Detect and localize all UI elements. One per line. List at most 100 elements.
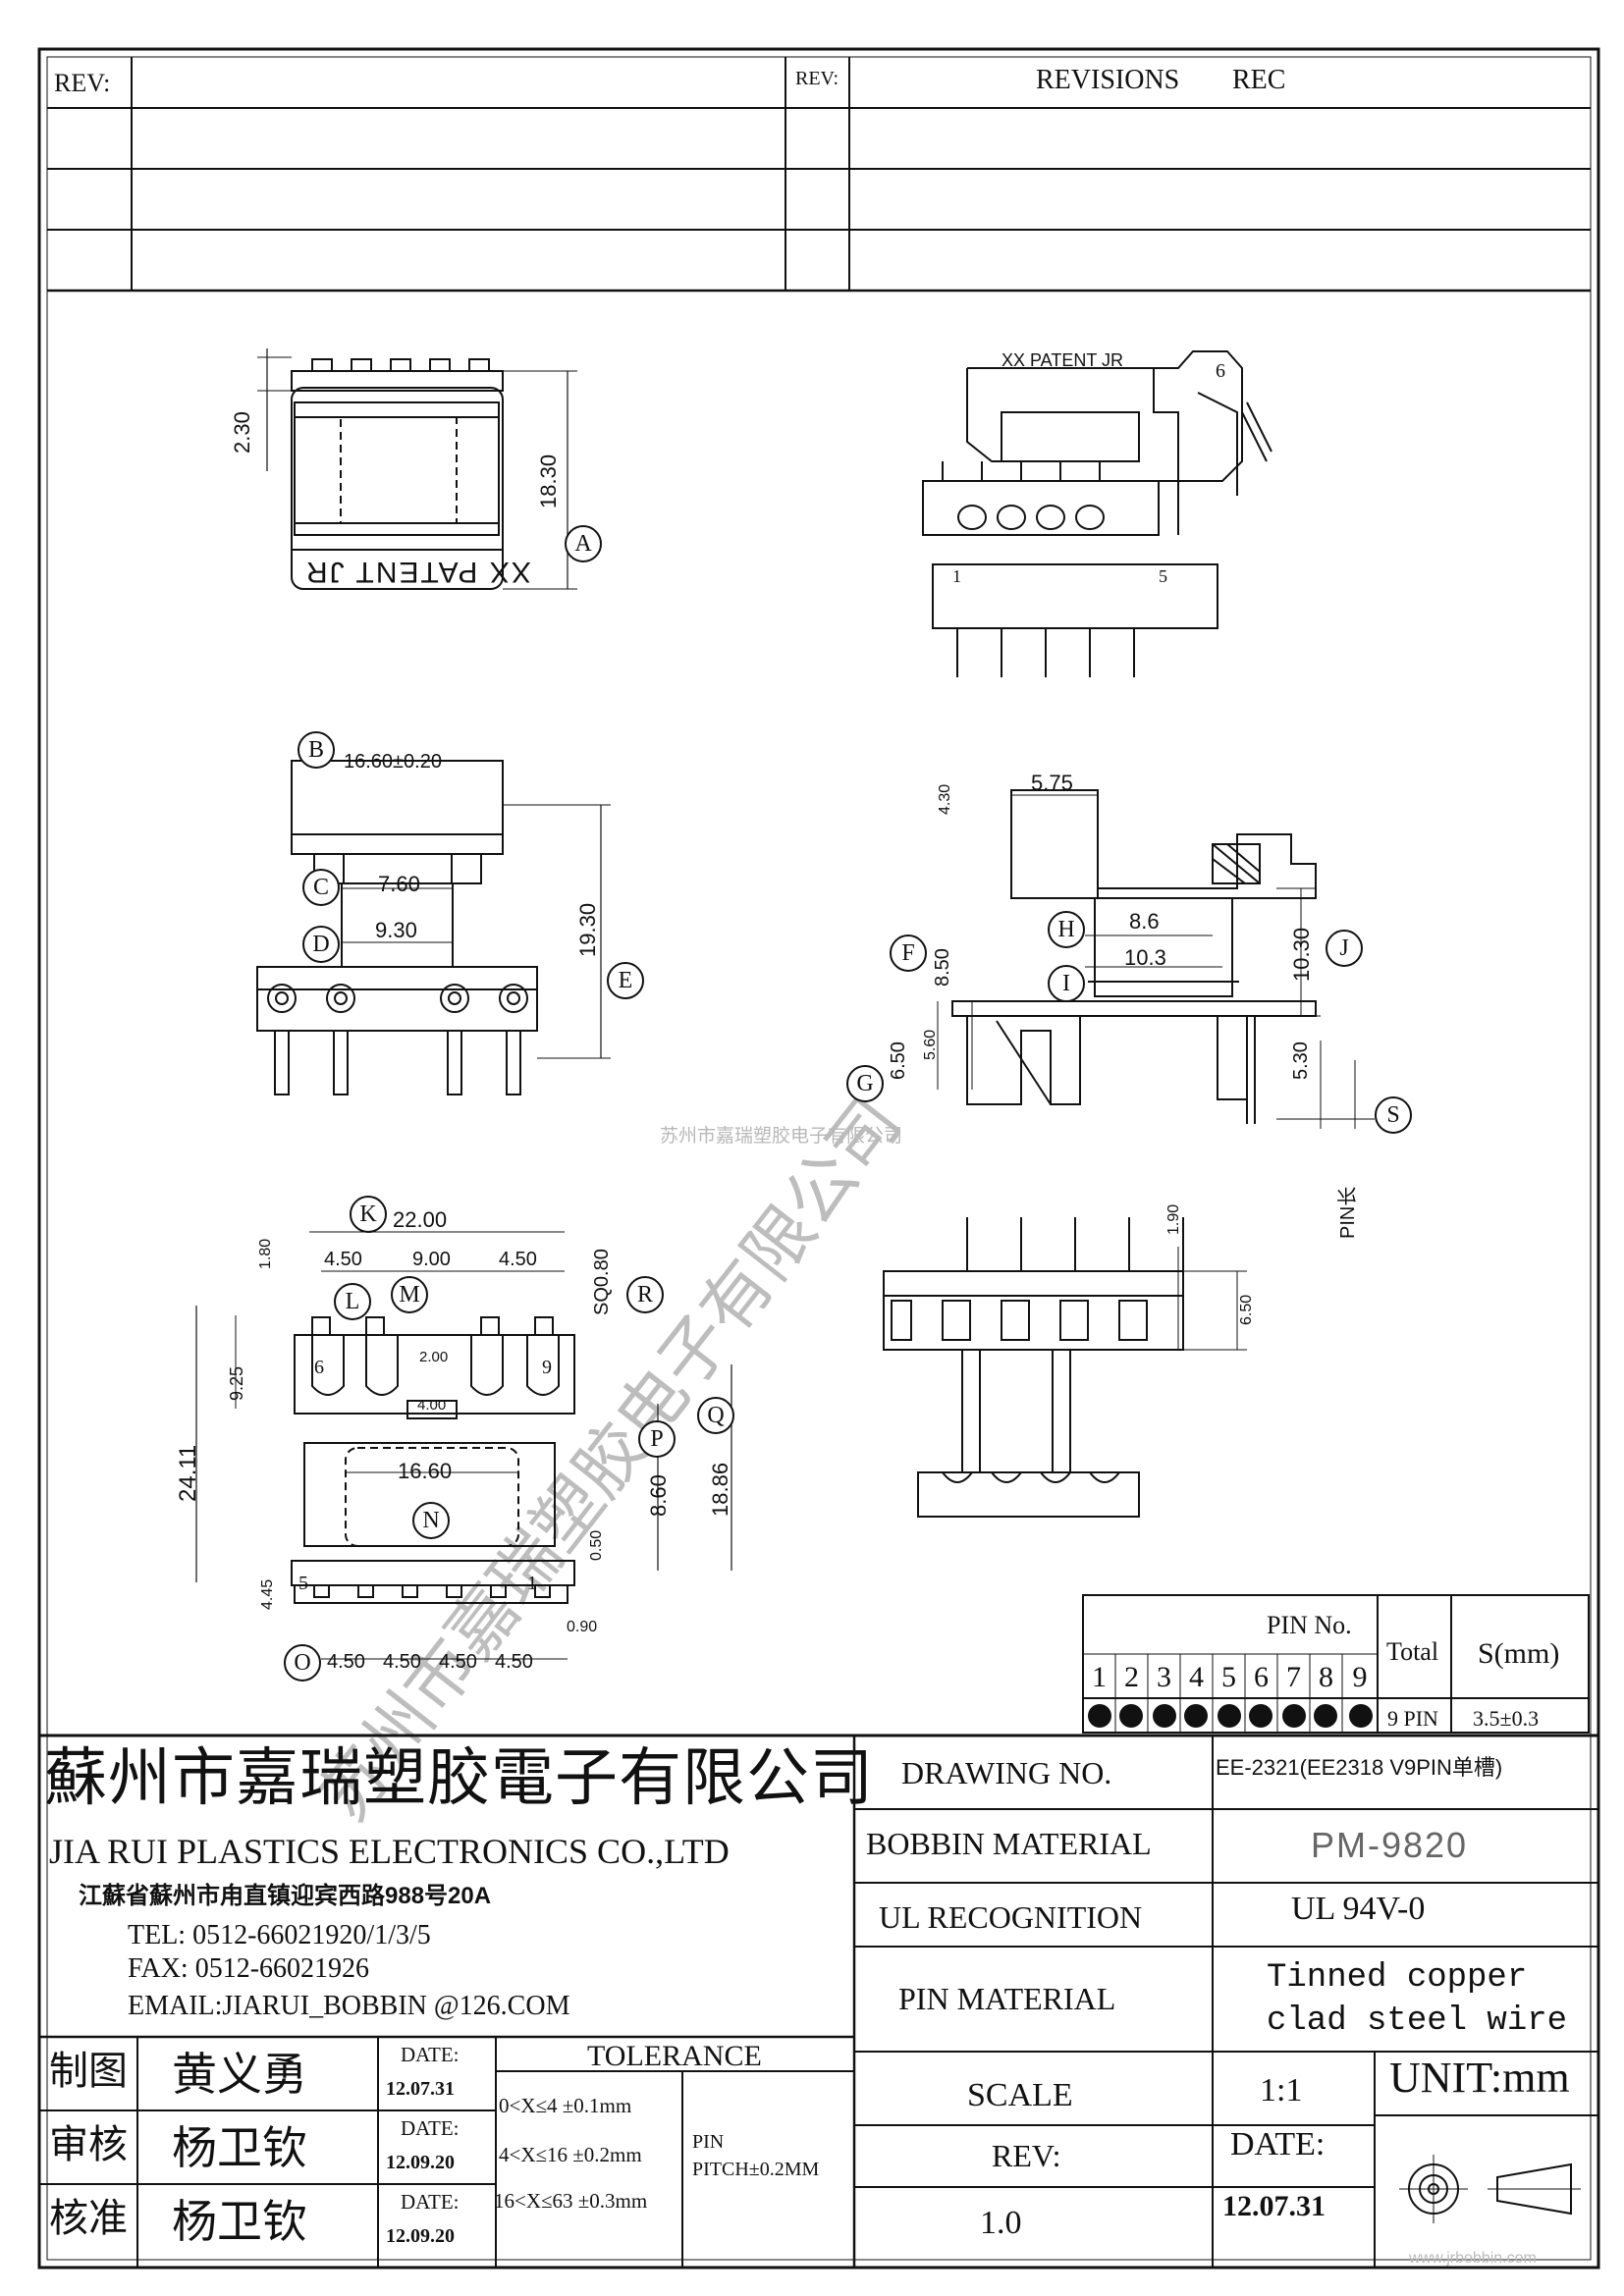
pin-material-label: PIN MATERIAL [898, 1981, 1116, 2016]
callout-L: L [334, 1283, 371, 1320]
rec-label: REC [1232, 65, 1286, 95]
pin-number-7: 7 [1286, 1661, 1301, 1693]
pin-dots [1088, 1704, 1373, 1728]
bottom-pin-6: 6 [314, 1357, 324, 1378]
company-fax: FAX: 0512-66021926 [128, 1953, 370, 1984]
outer-border [37, 47, 1600, 2269]
dim-10-3: 10.3 [1124, 945, 1166, 970]
callout-Q: Q [697, 1397, 734, 1434]
signoff-date-label-draw: DATE: [401, 2043, 460, 2066]
dim-16-60: 16.60 [398, 1459, 453, 1483]
title-block-grid [39, 1734, 1598, 2268]
dim-18-30: 18.30 [536, 454, 561, 508]
company-tel: TEL: 0512-66021920/1/3/5 [128, 1920, 431, 1950]
pin-number-2: 2 [1124, 1661, 1139, 1693]
pin-number-row: 1 2 3 4 5 6 7 8 9 [1083, 1661, 1378, 1694]
signoff-date-label-approve: DATE: [401, 2190, 460, 2214]
callout-I: I [1048, 965, 1085, 1002]
callout-F: F [890, 934, 927, 972]
bottom-pin-9: 9 [542, 1357, 552, 1378]
pin-table-total-label: Total [1386, 1637, 1439, 1666]
callout-K: K [350, 1196, 387, 1233]
company-address: 江蘇省蘇州市甪直镇迎宾西路988号20A [79, 1883, 492, 1909]
side-view [937, 789, 1375, 1129]
callout-H: H [1048, 911, 1085, 948]
callout-O: O [284, 1644, 321, 1682]
dim-pitch-3: 4.50 [439, 1651, 477, 1673]
tolerance-line-3: 16<X≤63 ±0.3mm [494, 2189, 648, 2213]
callout-G: G [846, 1065, 884, 1102]
dim-0-50: 0.50 [588, 1529, 605, 1561]
dim-9-00: 9.00 [412, 1249, 451, 1270]
callout-P: P [638, 1420, 676, 1458]
drawing-no-label: DRAWING NO. [901, 1755, 1112, 1790]
dim-4-50-b: 4.50 [499, 1249, 537, 1270]
callout-E: E [607, 962, 644, 999]
side-bottom-view [883, 1217, 1247, 1518]
dim-9-30: 9.30 [375, 918, 417, 942]
pin-number-6: 6 [1254, 1661, 1269, 1693]
signoff-date-check: 12.09.20 [386, 2152, 455, 2173]
signoff-role-check: 审核 [49, 2123, 128, 2166]
pin-number-8: 8 [1319, 1661, 1333, 1693]
watermark-diagonal: 苏州市嘉瑞塑胶电子有限公司 [303, 1083, 917, 1837]
dim-0-90: 0.90 [567, 1619, 598, 1635]
iso-pin-6: 6 [1216, 360, 1225, 382]
dim-sq0-80: SQ0.80 [591, 1249, 613, 1315]
dim-5-75: 5.75 [1031, 771, 1073, 795]
dim-18-86: 18.86 [708, 1462, 732, 1517]
bottom-pin-1: 1 [527, 1573, 537, 1594]
pin-table-s-value: 3.5±0.3 [1473, 1706, 1540, 1731]
dim-10-30: 10.30 [1289, 927, 1314, 982]
pin-table-s-label: S(mm) [1478, 1637, 1560, 1670]
footer-url: www.jrbobbin.com [1409, 2250, 1537, 2267]
company-name-en: JIA RUI PLASTICS ELECTRONICS CO.,LTD [49, 1832, 730, 1871]
pin-dot-9 [1349, 1704, 1373, 1728]
tolerance-line-1: 0<X≤4 ±0.1mm [499, 2094, 632, 2117]
dim-24-11: 24.11 [175, 1444, 201, 1502]
bobbin-material-value: PM-9820 [1311, 1825, 1469, 1865]
ul-recognition-label: UL RECOGNITION [879, 1899, 1143, 1935]
callout-A: A [565, 525, 602, 562]
dim-4-30: 4.30 [937, 783, 953, 815]
signoff-name-approve: 杨卫钦 [172, 2196, 307, 2247]
pin-number-4: 4 [1189, 1661, 1204, 1693]
dim-4-45: 4.45 [259, 1578, 276, 1610]
callout-R: R [626, 1276, 664, 1313]
scale-value: 1:1 [1260, 2072, 1303, 2109]
date-value: 12.07.31 [1222, 2190, 1326, 2222]
dim-pitch-1: 4.50 [327, 1651, 365, 1673]
dim-pitch-2: 4.50 [383, 1651, 421, 1673]
dim-8-50: 8.50 [932, 948, 953, 987]
dim-22-00: 22.00 [393, 1207, 448, 1232]
dim-8-6: 8.6 [1129, 909, 1160, 934]
dim-19-30: 19.30 [575, 902, 600, 957]
pin-dot-2 [1119, 1704, 1143, 1728]
pin-table-grid [1082, 1594, 1590, 1734]
pin-dot-5 [1218, 1704, 1241, 1728]
drawing-no-value: EE-2321(EE2318 V9PIN单槽) [1216, 1755, 1503, 1780]
signoff-name-draw: 黄义勇 [172, 2049, 307, 2100]
pin-number-5: 5 [1221, 1661, 1236, 1693]
watermark-diagonal-text: 苏州市嘉瑞塑胶电子有限公司 [303, 1083, 917, 1837]
isometric-view [922, 350, 1272, 677]
pin-number-9: 9 [1352, 1661, 1368, 1693]
pin-dot-8 [1314, 1704, 1337, 1728]
pin-dot-3 [1153, 1704, 1176, 1728]
signoff-date-draw: 12.07.31 [386, 2078, 455, 2100]
company-email: EMAIL:JIARUI_BOBBIN @126.COM [128, 1991, 570, 2021]
dim-2-00: 2.00 [419, 1349, 449, 1365]
pin-material-value-2: clad steel wire [1267, 2002, 1568, 2040]
dim-pitch-4: 4.50 [495, 1651, 533, 1673]
front-view [256, 760, 611, 1095]
company-name-cn: 蘇州市嘉瑞塑胶電子有限公司 [44, 1743, 874, 1813]
iso-patent-text: XX PATENT JR [1001, 350, 1124, 370]
pin-table-total-value: 9 PIN [1387, 1706, 1438, 1731]
bobbin-material-label: BOBBIN MATERIAL [866, 1826, 1152, 1861]
dim-6-50-b: 6.50 [1238, 1294, 1255, 1325]
dim-2-30: 2.30 [230, 411, 254, 454]
pin-table-title: PIN No. [1267, 1611, 1352, 1639]
top-view [257, 348, 577, 590]
revisions-label: REVISIONS [1036, 65, 1180, 95]
